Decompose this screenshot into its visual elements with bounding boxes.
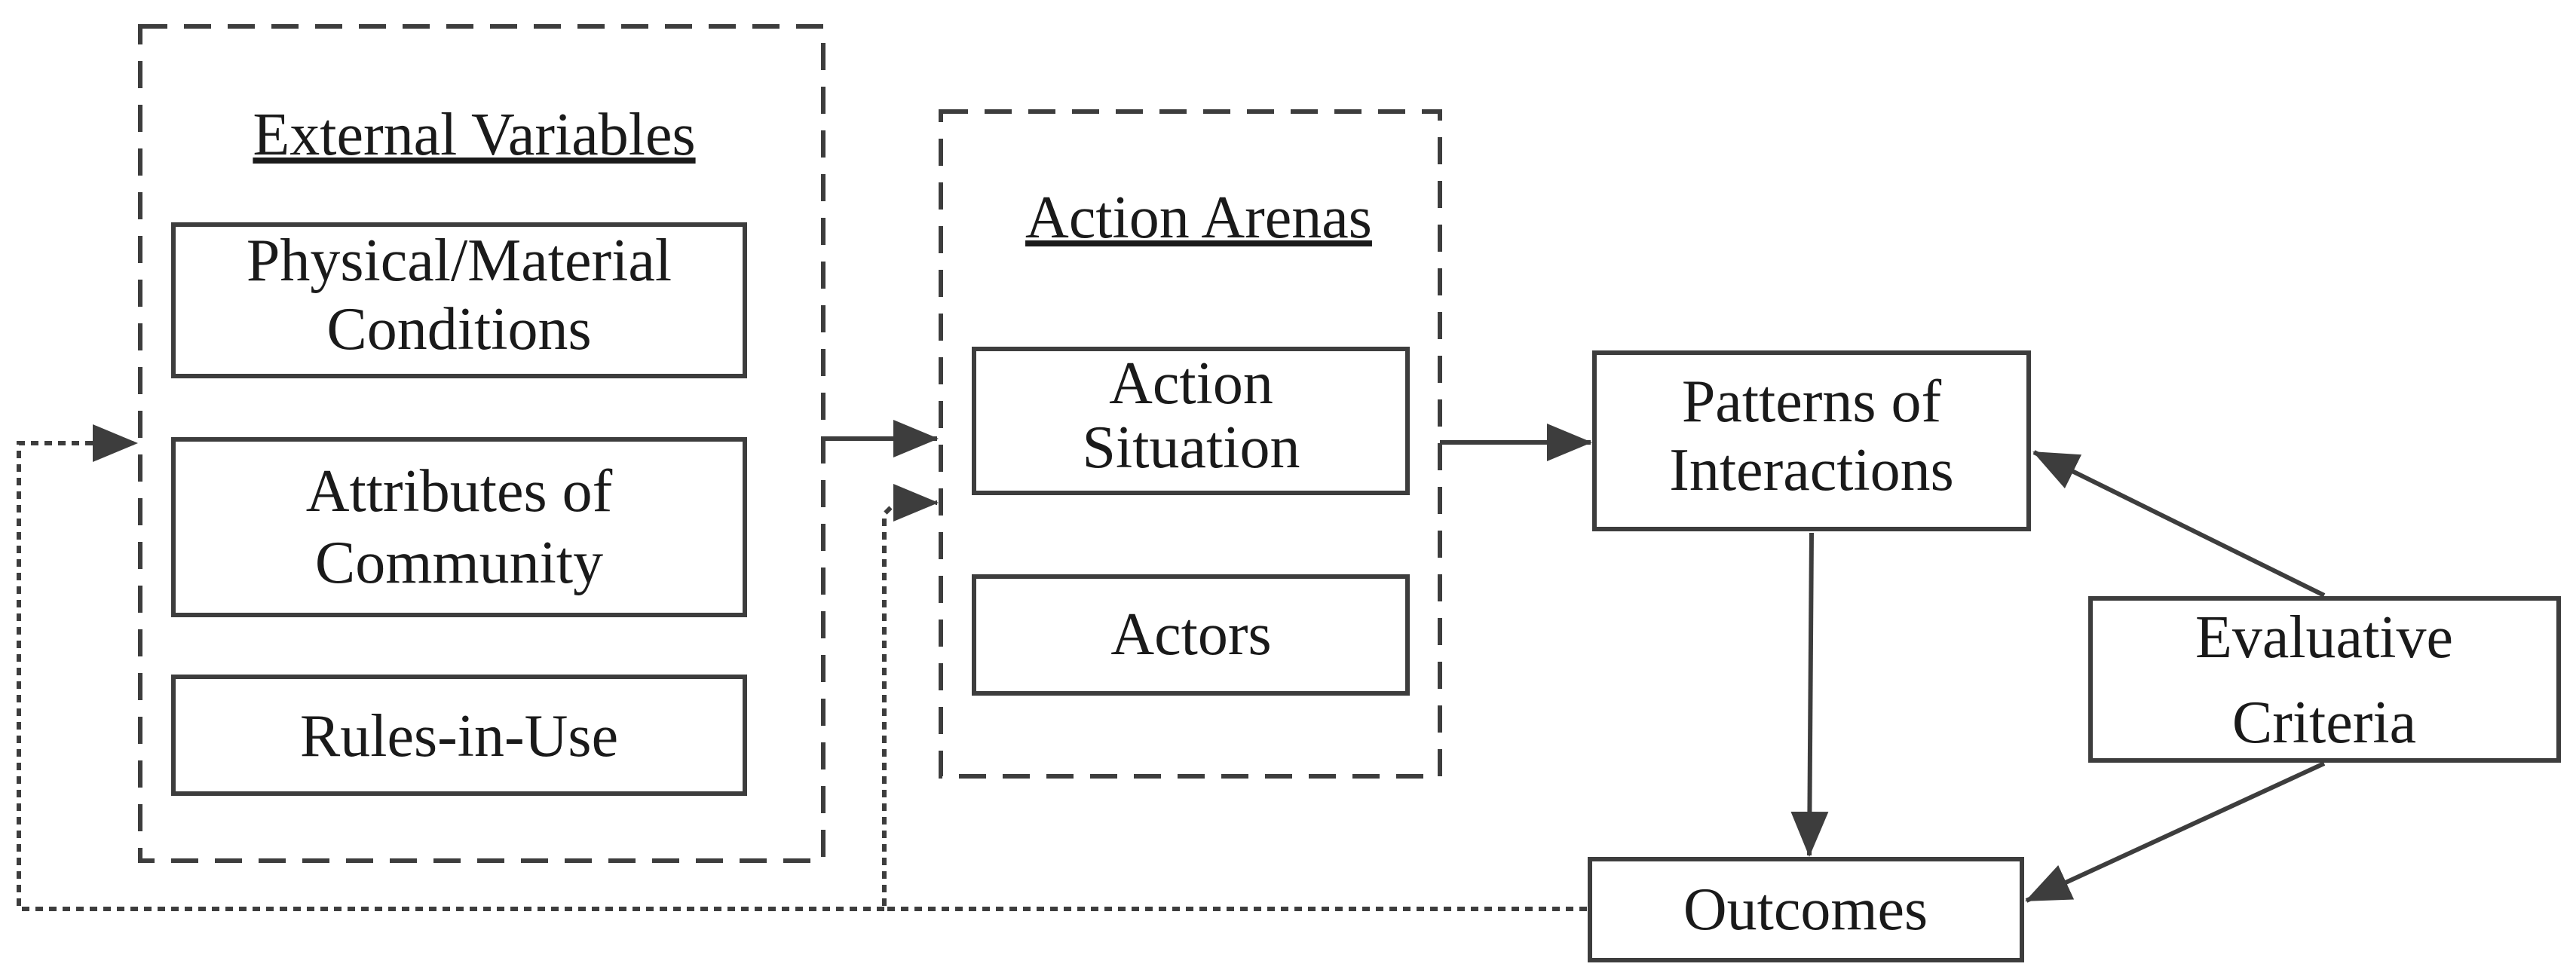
action-situation-box xyxy=(972,347,1410,495)
evaluative-criteria-box xyxy=(2088,596,2561,763)
connectors xyxy=(17,420,2326,911)
actors-box xyxy=(972,574,1410,696)
action-arenas-title: Action Arenas xyxy=(1025,185,1372,251)
patterns-of-interactions-node: Patterns of Interactions xyxy=(1592,350,2031,531)
action-situation-label-1: Action xyxy=(1109,350,1273,417)
patterns-of-interactions-box xyxy=(1592,350,2031,531)
evaluative-criteria-node: Evaluative Criteria xyxy=(2088,596,2561,763)
rules-in-use-label: Rules-in-Use xyxy=(300,703,618,769)
external-variables-title: External Variables xyxy=(253,102,695,168)
action-situation-label-2: Situation xyxy=(1083,415,1300,481)
evaluative-criteria-label-1: Evaluative xyxy=(2195,604,2453,671)
evaluative-to-outcomes-arrow xyxy=(2025,761,2326,903)
patterns-of-interactions-label-2: Interactions xyxy=(1669,437,1954,503)
external-variables-group: External Variables Physical/Material Con… xyxy=(138,24,825,863)
external-to-arenas-arrow xyxy=(821,420,939,457)
outcomes-label: Outcomes xyxy=(1683,877,1928,943)
rules-in-use-box xyxy=(171,675,747,796)
evaluative-to-patterns-arrow xyxy=(2032,450,2326,598)
outcomes-to-arenas-feedback xyxy=(882,484,1587,911)
attributes-of-community-label-2: Community xyxy=(315,530,603,596)
outcomes-box xyxy=(1588,857,2024,962)
outcomes-to-external-feedback xyxy=(17,424,884,911)
outcomes-node: Outcomes xyxy=(1588,857,2024,962)
actors-label: Actors xyxy=(1110,601,1271,668)
action-arenas-group: Action Arenas Action Situation Actors xyxy=(939,109,1442,779)
physical-material-conditions-box xyxy=(171,222,747,378)
physical-material-conditions-label-1: Physical/Material xyxy=(247,228,672,294)
attributes-of-community-label-1: Attributes of xyxy=(306,458,613,525)
physical-material-conditions-label-2: Conditions xyxy=(326,296,591,363)
evaluative-criteria-label-2: Criteria xyxy=(2232,690,2416,756)
patterns-of-interactions-label-1: Patterns of xyxy=(1682,369,1942,435)
patterns-to-outcomes-arrow xyxy=(1790,532,1829,857)
attributes-of-community-box xyxy=(171,437,747,617)
